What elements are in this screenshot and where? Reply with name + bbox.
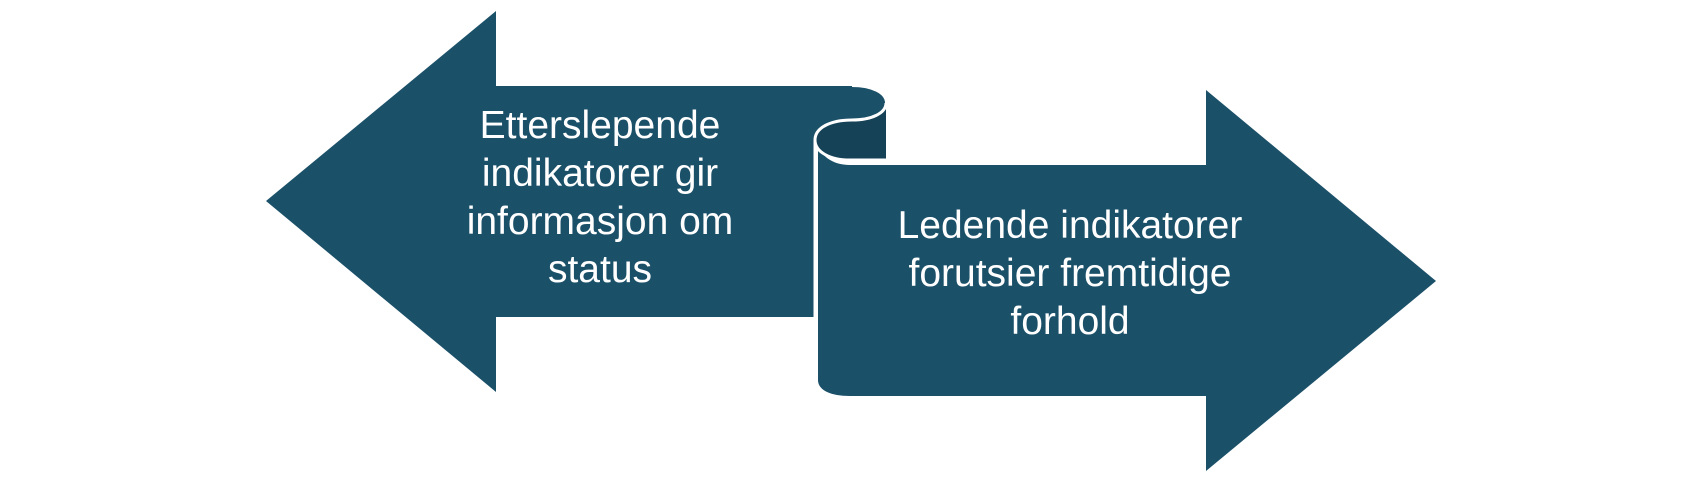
left-text-line: indikatorer gir	[481, 152, 719, 195]
right-text-line: forutsier fremtidige	[908, 252, 1232, 295]
right-arrow-shape	[818, 90, 1436, 471]
scroll-curl-outline	[813, 102, 888, 162]
left-text-line: Etterslepende	[479, 104, 721, 147]
scroll-curl-inner	[816, 103, 886, 160]
right-arrow-text: Ledende indikatorer forutsier fremtidige…	[860, 202, 1280, 346]
left-arrow-shape	[266, 11, 886, 392]
left-text-line: informasjon om	[466, 200, 734, 243]
left-arrow-text: Etterslepende indikatorer gir informasjo…	[420, 102, 780, 294]
curl-top-edge	[851, 85, 887, 104]
right-text-line: forhold	[1010, 300, 1130, 343]
right-text-line: Ledende indikatorer	[897, 204, 1243, 247]
divider-line	[813, 140, 851, 400]
left-text-line: status	[547, 248, 653, 291]
